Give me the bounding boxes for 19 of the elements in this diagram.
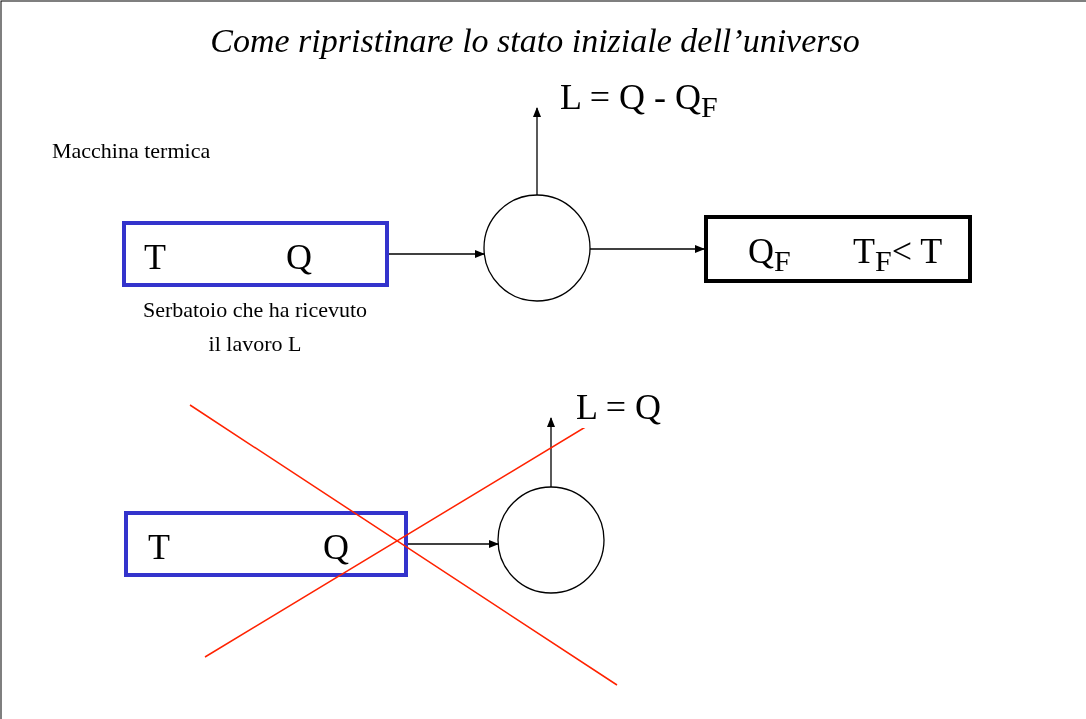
- arrow: [547, 417, 555, 488]
- title: Come ripristinare lo stato iniziale dell’universo: [209, 22, 861, 60]
- engine-circle: [497, 486, 605, 594]
- arrow: [407, 540, 499, 548]
- heat-label: Q: [323, 529, 349, 565]
- reservoir-box: [122, 221, 389, 287]
- temperature-label: Q$_{F}$: [748, 233, 791, 277]
- engine-circle: [483, 194, 591, 302]
- heat-label: T$_{F}$< T: [853, 233, 943, 277]
- reservoir-box: [124, 511, 408, 577]
- temperature-label: T: [148, 529, 170, 565]
- reservoir-caption: Serbatoio che ha ricevuto il lavoro L: [141, 296, 369, 358]
- arrow: [589, 245, 705, 253]
- reservoir-box: [704, 215, 972, 283]
- arrow: [388, 250, 485, 258]
- caption-text: Macchina termica: [52, 138, 211, 164]
- temperature-label: T: [144, 239, 166, 275]
- arrow: [533, 107, 541, 196]
- heat-label: Q: [286, 239, 312, 275]
